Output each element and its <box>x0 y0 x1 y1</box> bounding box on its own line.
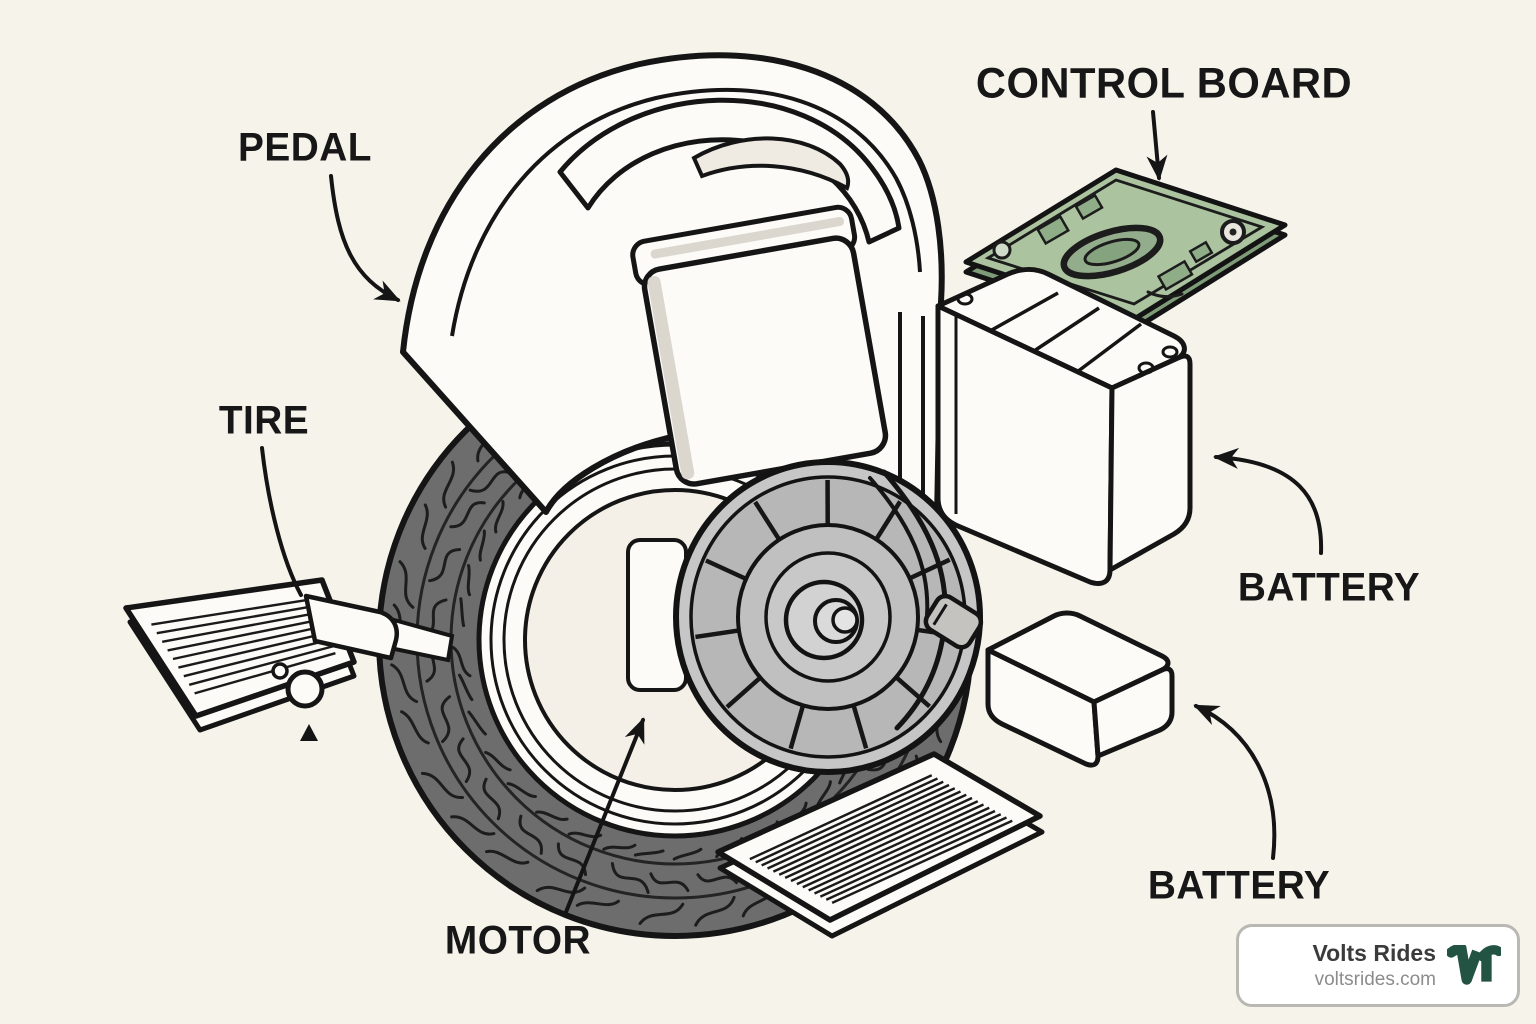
leader-arrow-battery-upper <box>1213 447 1324 555</box>
shell-inner-seam <box>450 87 922 337</box>
axle <box>831 606 859 634</box>
handle-cutout <box>691 136 851 191</box>
battery-pack-flat <box>985 610 1175 768</box>
leader-arrows <box>260 110 1324 914</box>
pcb-components <box>1036 193 1214 292</box>
battery-pack-tall <box>935 267 1193 586</box>
label-motor: MOTOR <box>444 918 592 963</box>
battery-compartment <box>630 204 889 487</box>
vr-monogram-icon <box>1447 944 1501 985</box>
brand-name: Volts Rides <box>1312 940 1436 967</box>
brand-website: voltsrides.com <box>1314 969 1436 990</box>
triangle-marker <box>300 724 318 741</box>
battery-terminals <box>956 292 1179 375</box>
leader-line-tire <box>260 446 303 597</box>
left-pedal-plate <box>123 577 357 719</box>
left-pedal <box>123 577 455 741</box>
leader-arrow-battery-lower <box>1193 704 1277 860</box>
pedal-hanger <box>303 593 399 661</box>
brand-badge: Volts Rides voltsrides.com <box>1236 924 1520 1007</box>
leader-arrow-motor <box>564 717 645 914</box>
label-battery-lower: BATTERY <box>1147 863 1331 908</box>
shell-panel-seams <box>898 312 925 500</box>
carry-handle <box>557 97 902 245</box>
left-pedal-ridges <box>151 597 336 695</box>
label-pedal: PEDAL <box>238 125 372 170</box>
leader-arrow-pedal <box>329 174 401 302</box>
right-pedal <box>715 751 1045 939</box>
label-control-board: CONTROL BOARD <box>975 59 1353 108</box>
right-pedal-ridges <box>749 774 1013 904</box>
label-tire: TIRE <box>218 398 310 443</box>
cable-connector <box>923 593 984 650</box>
leader-arrow-control-board <box>1146 110 1168 181</box>
label-battery-upper: BATTERY <box>1237 565 1421 610</box>
power-cable <box>868 469 984 731</box>
